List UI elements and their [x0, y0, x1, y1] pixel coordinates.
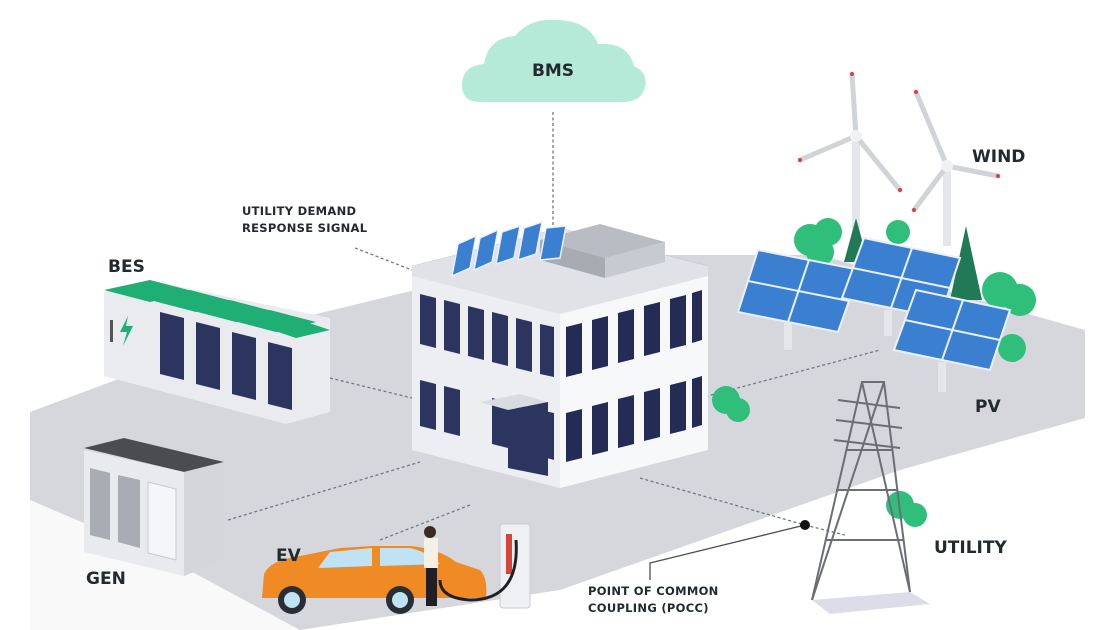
pocc-node-icon: [800, 520, 810, 530]
lightning-bolt-icon: [120, 316, 133, 346]
connection-lines: [227, 112, 881, 580]
pv-label: PV: [975, 397, 1001, 417]
utility-transmission-tower-icon: [811, 381, 930, 614]
bms-label: BMS: [532, 61, 574, 81]
person-charging-icon: [424, 526, 438, 606]
trees-icon: [712, 218, 1036, 527]
bes-battery-storage-icon: [104, 280, 330, 424]
bms-cloud-icon: [462, 19, 646, 102]
demand-response-signal-label-line1: UTILITY DEMAND: [242, 204, 356, 218]
pocc-label-line1: POINT OF COMMON: [588, 584, 719, 598]
utility-label: UTILITY: [934, 538, 1007, 558]
wind-label: WIND: [972, 147, 1025, 167]
bes-label: BES: [108, 257, 145, 277]
pv-solar-array-icon: [736, 236, 1012, 392]
ev-charger-icon: [438, 523, 531, 609]
gen-label: GEN: [86, 569, 126, 589]
wind-turbine-icon: [797, 71, 1001, 246]
ev-label: EV: [276, 546, 302, 566]
gen-generator-icon: [84, 438, 224, 576]
demand-response-signal-label-line2: RESPONSE SIGNAL: [242, 221, 368, 235]
building-icon: [412, 220, 708, 488]
pocc-label-line2: COUPLING (POCC): [588, 601, 709, 615]
